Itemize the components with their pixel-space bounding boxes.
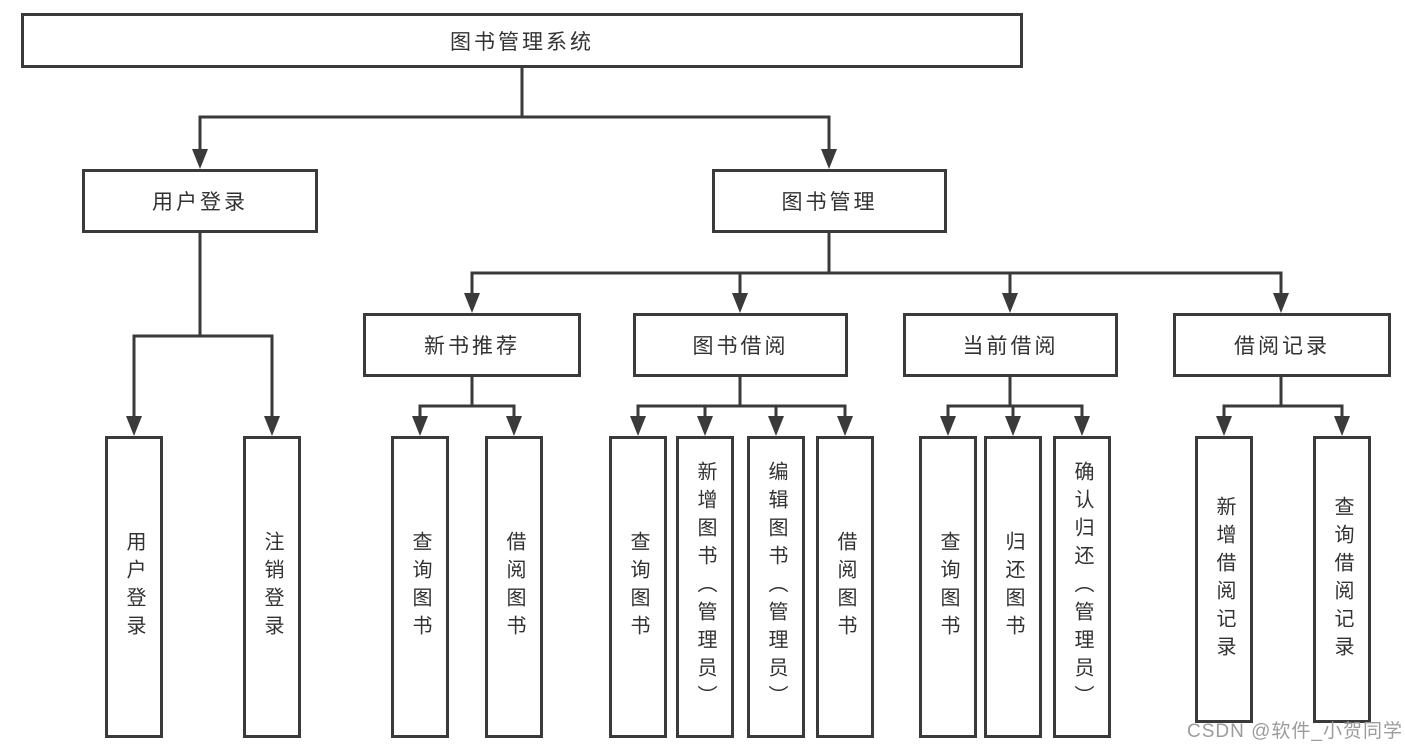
node-leaf-logout: 注销登录 — [243, 436, 301, 738]
node-leaf-confirm-return: 确认归还（管理员） — [1053, 436, 1111, 738]
arrowhead-down-icon — [732, 293, 748, 313]
node-label: 图书借阅 — [692, 335, 789, 358]
node-label: 编辑图书（管理员） — [765, 461, 787, 713]
node-label: 用户登录 — [123, 531, 145, 643]
arrowhead-down-icon — [697, 416, 713, 436]
node-leaf-query-books-2: 查询图书 — [609, 436, 667, 738]
arrowhead-down-icon — [1334, 416, 1350, 436]
node-label: 图书管理系统 — [450, 30, 594, 54]
node-label: 查询图书 — [627, 531, 649, 643]
node-label: 查询图书 — [937, 531, 959, 643]
arrowhead-down-icon — [1216, 416, 1232, 436]
arrowhead-down-icon — [630, 416, 646, 436]
node-leaf-return-books: 归还图书 — [984, 436, 1042, 738]
node-leaf-edit-books-admin: 编辑图书（管理员） — [747, 436, 805, 738]
arrowhead-down-icon — [1005, 416, 1021, 436]
node-label: 新增图书（管理员） — [694, 461, 716, 713]
node-current-borrow: 当前借阅 — [903, 313, 1118, 377]
arrowhead-down-icon — [506, 416, 522, 436]
arrowhead-down-icon — [1074, 416, 1090, 436]
node-book-borrow: 图书借阅 — [633, 313, 848, 377]
node-leaf-borrow-books-2: 借阅图书 — [816, 436, 874, 738]
node-borrow-records: 借阅记录 — [1173, 313, 1391, 377]
node-leaf-user-login: 用户登录 — [105, 436, 163, 738]
node-leaf-add-borrow-record: 新增借阅记录 — [1195, 436, 1253, 723]
arrowhead-down-icon — [1002, 293, 1018, 313]
node-label: 图书管理 — [781, 191, 878, 214]
node-book-management: 图书管理 — [712, 169, 947, 233]
arrowhead-down-icon — [821, 149, 837, 169]
node-label: 借阅图书 — [503, 531, 525, 643]
node-leaf-borrow-books-1: 借阅图书 — [485, 436, 543, 738]
node-leaf-query-books-3: 查询图书 — [919, 436, 977, 738]
node-label: 归还图书 — [1002, 531, 1024, 643]
node-system-root: 图书管理系统 — [21, 13, 1023, 68]
arrowhead-down-icon — [412, 416, 428, 436]
node-label: 借阅图书 — [834, 531, 856, 643]
arrowhead-down-icon — [464, 293, 480, 313]
arrowhead-down-icon — [126, 416, 142, 436]
node-leaf-add-books-admin: 新增图书（管理员） — [676, 436, 734, 738]
node-leaf-query-borrow-record: 查询借阅记录 — [1313, 436, 1371, 723]
node-new-book-recommend: 新书推荐 — [363, 313, 581, 377]
watermark-text: CSDN @软件_小贺同学 — [1187, 721, 1403, 742]
node-label: 新书推荐 — [424, 335, 520, 358]
node-user-login: 用户登录 — [82, 169, 318, 233]
arrowhead-down-icon — [940, 416, 956, 436]
node-label: 借阅记录 — [1234, 335, 1330, 358]
arrowhead-down-icon — [837, 416, 853, 436]
node-label: 新增借阅记录 — [1213, 495, 1235, 664]
arrowhead-down-icon — [1273, 293, 1289, 313]
node-label: 注销登录 — [261, 531, 283, 643]
node-label: 确认归还（管理员） — [1071, 461, 1093, 713]
node-label: 用户登录 — [152, 191, 248, 214]
node-label: 查询图书 — [409, 531, 431, 643]
arrowhead-down-icon — [192, 149, 208, 169]
node-label: 当前借阅 — [962, 335, 1059, 358]
arrowhead-down-icon — [264, 416, 280, 436]
node-leaf-query-books-1: 查询图书 — [391, 436, 449, 738]
node-label: 查询借阅记录 — [1331, 495, 1353, 664]
arrowhead-down-icon — [768, 416, 784, 436]
